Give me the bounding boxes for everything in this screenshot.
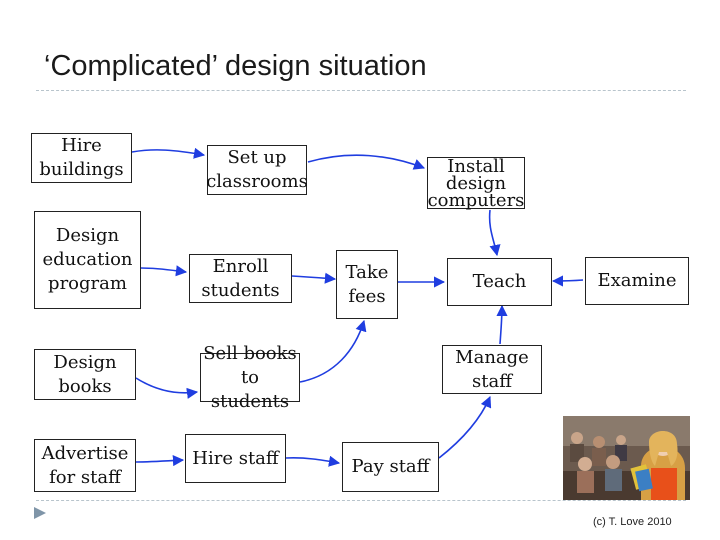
arrow-design-books-to-sell <box>135 377 199 399</box>
arrow-manage-staff-to-teach <box>496 304 508 345</box>
arrow-enroll-to-fees <box>291 272 337 284</box>
box-design-books: Design books <box>34 349 136 400</box>
arrow-hire-staff-to-pay <box>285 455 341 467</box>
box-examine: Examine <box>585 257 689 305</box>
slide-title: ‘Complicated’ design situation <box>44 50 427 82</box>
box-set-up-classrooms: Set up classrooms <box>206 145 308 195</box>
box-pay-staff: Pay staff <box>342 442 439 492</box>
box-hire-buildings: Hire buildings <box>31 133 132 183</box>
arrow-hire-buildings-to-setup <box>131 147 206 159</box>
slide-bullet-icon <box>34 507 46 519</box>
box-hire-staff: Hire staff <box>185 434 286 483</box>
box-teach: Teach <box>447 258 552 306</box>
box-install-design-computers: Install design computers <box>427 155 525 211</box>
arrow-setup-to-install <box>307 154 426 170</box>
arrow-sell-to-fees <box>299 319 367 383</box>
box-manage-staff: Manage staff <box>442 345 542 394</box>
arrow-install-to-teach <box>488 209 501 257</box>
arrow-pay-to-manage-staff <box>438 395 492 459</box>
box-advertise-for-staff: Advertise for staff <box>34 439 136 492</box>
arrow-design-program-to-enroll <box>140 265 188 277</box>
footer-credit: (c) T. Love 2010 <box>593 516 672 528</box>
box-take-fees: Take fees <box>336 250 398 319</box>
box-enroll-students: Enroll students <box>189 254 292 303</box>
box-sell-books-to-students: Sell books to students <box>200 343 300 412</box>
classroom-photo <box>563 416 690 500</box>
arrow-advertise-to-hire-staff <box>135 454 185 467</box>
footer-divider <box>36 500 686 501</box>
box-design-education-program: Design education program <box>34 211 141 309</box>
arrow-examine-to-teach <box>551 275 584 287</box>
title-divider <box>36 90 686 91</box>
